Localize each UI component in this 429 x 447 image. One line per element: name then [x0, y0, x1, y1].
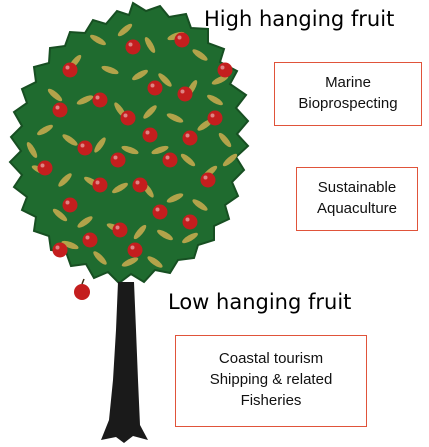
label-high-hanging-fruit: High hanging fruit: [204, 9, 394, 30]
apple: [201, 173, 216, 188]
apple: [78, 141, 93, 156]
apple: [143, 128, 158, 143]
apple: [83, 233, 98, 248]
box-marine-bioprospecting: Marine Bioprospecting: [274, 62, 422, 126]
apple: [63, 63, 78, 78]
apple: [111, 153, 126, 168]
apple: [38, 161, 53, 176]
apple: [63, 198, 78, 213]
trunk: [101, 282, 148, 443]
apple: [148, 81, 163, 96]
box-marine-line-1: Marine: [275, 72, 421, 93]
apple: [113, 223, 128, 238]
apple: [53, 103, 68, 118]
box-coastal-line-1: Coastal tourism: [176, 348, 366, 369]
box-coastal-tourism: Coastal tourism Shipping & related Fishe…: [175, 335, 367, 427]
box-coastal-line-2: Shipping & related: [176, 369, 366, 390]
apple: [126, 40, 141, 55]
apple: [183, 131, 198, 146]
apple: [153, 205, 168, 220]
apple: [53, 243, 68, 258]
apple: [93, 178, 108, 193]
apple: [163, 153, 178, 168]
fallen-apple: [74, 279, 90, 300]
box-aquaculture-line-2: Aquaculture: [297, 198, 417, 219]
apple: [178, 87, 193, 102]
box-aquaculture-line-1: Sustainable: [297, 177, 417, 198]
box-sustainable-aquaculture: Sustainable Aquaculture: [296, 167, 418, 231]
apple: [183, 215, 198, 230]
apple: [128, 243, 143, 258]
label-low-hanging-fruit: Low hanging fruit: [168, 292, 351, 313]
apple: [93, 93, 108, 108]
apple: [218, 63, 233, 78]
apple: [208, 111, 223, 126]
apple: [175, 33, 190, 48]
apple: [133, 178, 148, 193]
box-marine-line-2: Bioprospecting: [275, 93, 421, 114]
box-coastal-line-3: Fisheries: [176, 390, 366, 411]
apple: [121, 111, 136, 126]
